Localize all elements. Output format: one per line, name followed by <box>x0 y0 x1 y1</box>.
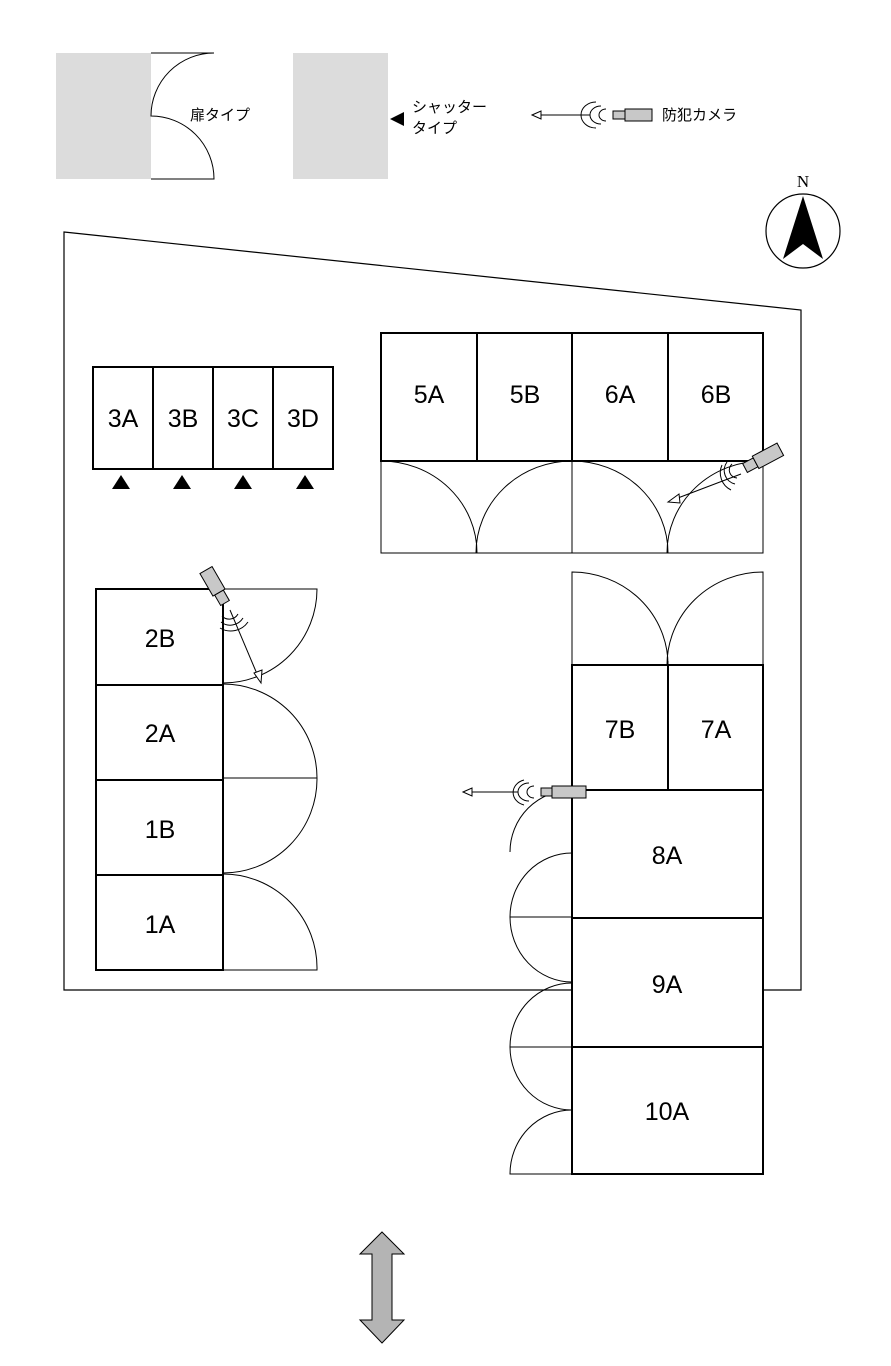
door-swing-9A-b <box>509 1046 573 1111</box>
unit-7B-label: 7B <box>605 716 636 744</box>
unit-7A-label: 7A <box>701 716 732 744</box>
shutter-marker-3D <box>296 475 314 489</box>
door-swing-2B <box>222 588 318 684</box>
unit-9A-label: 9A <box>652 971 683 999</box>
door-swing-1B <box>222 777 318 874</box>
shutter-marker-3A <box>112 475 130 489</box>
door-swing-8A-b <box>509 916 573 983</box>
block-7: 7B 7A <box>571 571 764 791</box>
unit-8A[interactable] <box>571 789 764 919</box>
legend-door-swatch <box>56 53 151 179</box>
door-swing-top <box>509 789 573 853</box>
north-compass: N <box>765 172 841 269</box>
unit-9A[interactable] <box>571 917 764 1048</box>
unit-3C[interactable] <box>212 366 274 470</box>
entrance-arrow <box>358 1231 406 1344</box>
unit-1B-label: 1B <box>145 816 176 844</box>
camera-icon <box>461 779 587 806</box>
door-swing-9A <box>509 982 573 1048</box>
unit-8A-label: 8A <box>652 842 683 870</box>
block-5-6: 5A 5B 6A 6B <box>380 332 764 554</box>
block-3: 3A 3B 3C 3D <box>92 366 334 489</box>
unit-1A-label: 1A <box>145 911 176 939</box>
unit-3A-label: 3A <box>108 405 139 433</box>
door-swing-2A <box>222 683 318 779</box>
door-swing-7A <box>666 571 764 666</box>
compass-needle <box>783 196 823 259</box>
unit-5A-label: 5A <box>414 381 445 409</box>
legend-shutter-marker <box>390 112 404 126</box>
unit-7B[interactable] <box>571 664 669 791</box>
legend-shutter-label-1: シャッター <box>412 99 487 116</box>
door-swing-8A <box>509 852 573 918</box>
door-swing-7B <box>571 571 669 666</box>
camera-icon <box>199 565 263 685</box>
legend-camera-label: 防犯カメラ <box>662 107 737 124</box>
unit-2A[interactable] <box>95 684 224 781</box>
door-swing-6A <box>571 460 669 554</box>
door-swing-5A <box>380 460 478 554</box>
unit-3C-label: 3C <box>227 405 259 433</box>
unit-2A-label: 2A <box>145 720 176 748</box>
compass-north-label: N <box>797 172 809 191</box>
legend: 扉タイプ シャッター タイプ 防犯カメラ <box>56 52 737 180</box>
unit-6B[interactable] <box>667 332 764 462</box>
unit-10A-label: 10A <box>645 1098 690 1126</box>
unit-1B[interactable] <box>95 779 224 876</box>
unit-5A[interactable] <box>380 332 478 462</box>
unit-3D-label: 3D <box>287 405 319 433</box>
unit-3D[interactable] <box>272 366 334 470</box>
unit-6B-label: 6B <box>701 381 732 409</box>
block-8-10: 8A 9A 10A <box>509 789 764 1175</box>
legend-camera-icon <box>530 101 653 129</box>
unit-7A[interactable] <box>667 664 764 791</box>
legend-shutter-label-2: タイプ <box>412 120 457 137</box>
shutter-marker-3B <box>173 475 191 489</box>
unit-10A[interactable] <box>571 1046 764 1175</box>
unit-1A[interactable] <box>95 874 224 971</box>
site-boundary <box>63 231 802 991</box>
legend-door-label: 扉タイプ <box>190 107 250 124</box>
unit-5B-label: 5B <box>510 381 541 409</box>
unit-2B-label: 2B <box>145 625 176 653</box>
door-swing-5B <box>475 460 573 554</box>
unit-5B[interactable] <box>476 332 573 462</box>
unit-3B[interactable] <box>152 366 214 470</box>
legend-shutter-swatch <box>293 53 388 179</box>
door-swing-10A <box>509 1109 573 1175</box>
shutter-marker-3C <box>234 475 252 489</box>
camera-icon <box>666 442 785 504</box>
unit-3A[interactable] <box>92 366 154 470</box>
door-swing-6B <box>666 460 764 554</box>
legend-door-swing <box>150 52 215 180</box>
door-swing-1A <box>222 873 318 971</box>
unit-3B-label: 3B <box>168 405 199 433</box>
block-1-2: 2B 2A 1B 1A <box>95 588 318 971</box>
unit-6A-label: 6A <box>605 381 636 409</box>
